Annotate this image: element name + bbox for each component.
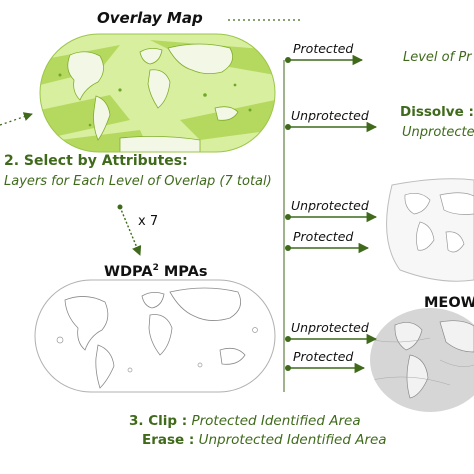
- level-of-protection-text: Level of Pr: [403, 50, 472, 65]
- wdpa-map-image: [35, 280, 275, 392]
- wdpa-suffix: MPAs: [158, 263, 208, 280]
- step3-erase-label: Erase :: [142, 432, 195, 448]
- overlay-map-border: [39, 33, 276, 153]
- left-dashed-arrowhead: [22, 112, 33, 121]
- meow-label: MEOW: [424, 295, 474, 311]
- step3-clip-label: 3. Clip :: [129, 413, 188, 429]
- wdpa-mpas-title: WDPA2 MPAs: [104, 263, 207, 280]
- dashed-connectors: [0, 19, 300, 126]
- x7-label: x 7: [138, 214, 159, 229]
- x7-down-arrow: [119, 206, 142, 256]
- arrow-protected-1: [285, 54, 364, 66]
- dissolve-title: Dissolve : .: [400, 104, 474, 120]
- wdpa-superscript: 2: [152, 263, 159, 273]
- step2-title: 2. Select by Attributes:: [4, 153, 188, 169]
- overlay-map-title: Overlay Map: [97, 9, 203, 27]
- arrow-label-unprotected-1: Unprotected: [291, 108, 369, 123]
- x7-arrow-dot: [117, 204, 123, 210]
- arrow-label-protected-2: Protected: [293, 229, 354, 244]
- arrow-label-protected-3: Protected: [293, 349, 354, 364]
- arrow-label-unprotected-2: Unprotected: [291, 198, 369, 213]
- arrow-unprotected-2: [285, 211, 378, 223]
- step2-subtitle: Layers for Each Level of Overlap (7 tota…: [4, 174, 272, 189]
- step3-clip-text: Protected Identified Area: [191, 413, 361, 429]
- arrow-label-protected-1: Protected: [293, 41, 354, 56]
- arrow-protected-2: [285, 242, 370, 254]
- step3-erase-row: Erase : Unprotected Identified Area: [142, 432, 387, 448]
- arrow-unprotected-3: [285, 333, 378, 345]
- wdpa-prefix: WDPA: [104, 263, 153, 280]
- wdpa-map-border: [34, 279, 276, 393]
- arrow-unprotected-1: [285, 121, 378, 133]
- step3-clip-row: 3. Clip : Protected Identified Area: [129, 413, 361, 429]
- meow-map-image: [370, 308, 474, 412]
- arrow-protected-3: [285, 362, 366, 374]
- arrow-label-unprotected-3: Unprotected: [291, 320, 369, 335]
- step3-erase-text: Unprotected Identified Area: [198, 432, 387, 448]
- dissolve-subtitle: Unprotecte: [402, 125, 474, 140]
- gray-world-map-image: [386, 178, 474, 282]
- overlay-map-image: [40, 34, 275, 152]
